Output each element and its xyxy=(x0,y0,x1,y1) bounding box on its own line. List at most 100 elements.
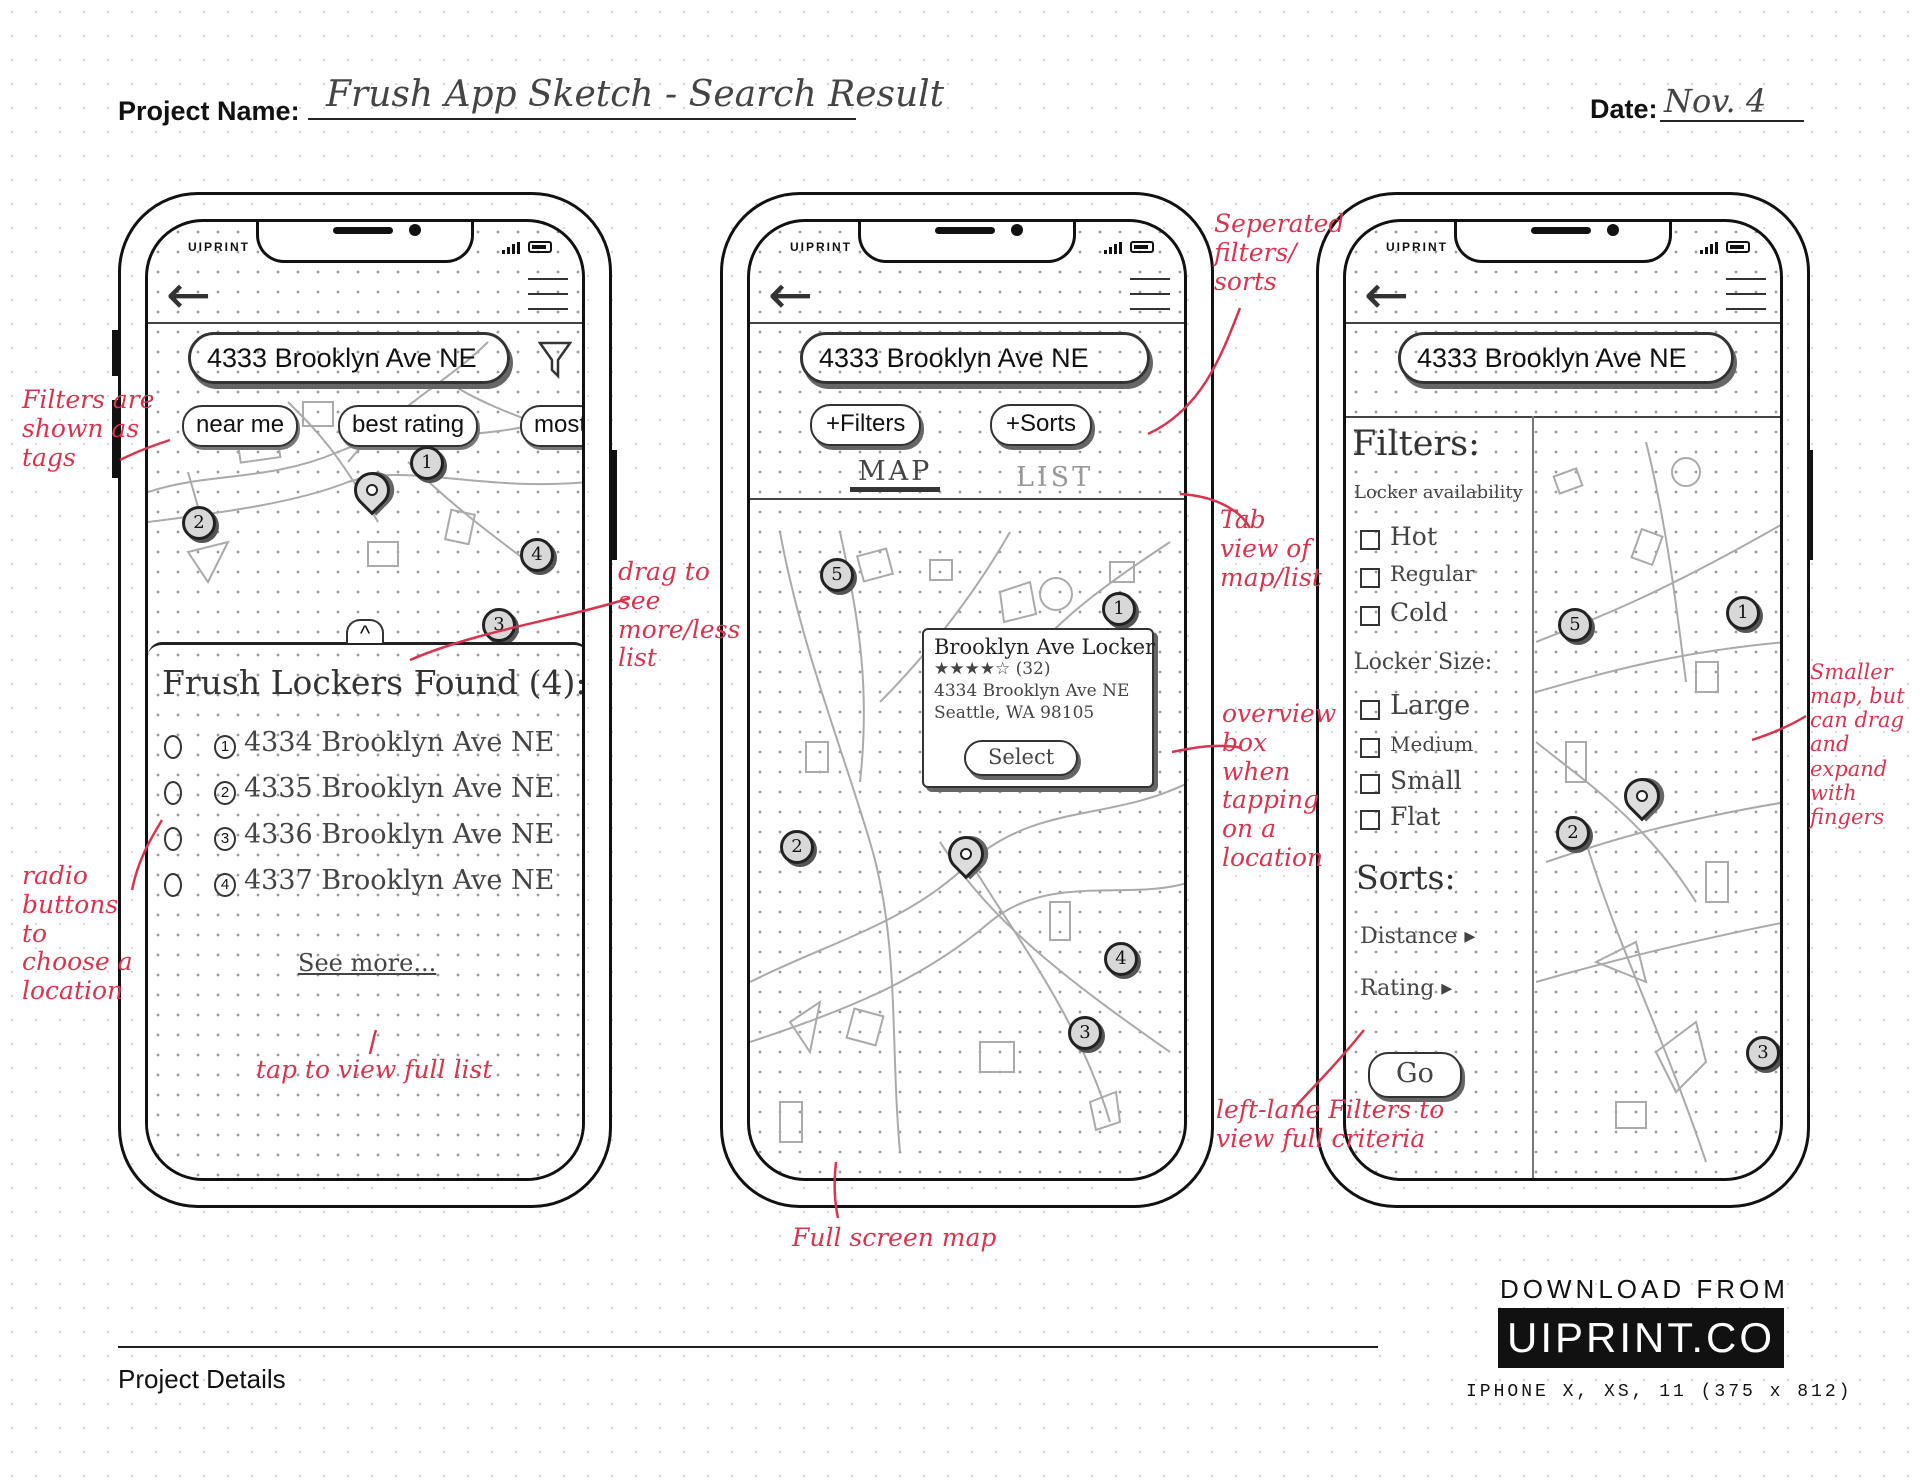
note-fullscreen: Full screen map xyxy=(792,1223,997,1252)
option-cold: Cold xyxy=(1390,598,1449,627)
radio-option-2[interactable] xyxy=(164,781,182,805)
search-divider xyxy=(1346,416,1780,418)
result-address-4[interactable]: 4337 Brooklyn Ave NE xyxy=(244,865,555,896)
result-address-2[interactable]: 4335 Brooklyn Ave NE xyxy=(244,773,555,804)
map-marker-3[interactable]: 3 xyxy=(1746,1036,1780,1070)
header-divider xyxy=(148,322,582,324)
drag-handle-chevron-icon[interactable]: ^ xyxy=(346,619,384,646)
speaker xyxy=(935,227,995,234)
tab-list[interactable]: LIST xyxy=(1016,462,1094,493)
date-value: Nov. 4 xyxy=(1664,82,1767,120)
result-address-1[interactable]: 4334 Brooklyn Ave NE xyxy=(244,727,555,758)
back-arrow-icon[interactable]: ← xyxy=(768,263,814,326)
map-marker-2[interactable]: 2 xyxy=(1556,816,1590,850)
sorts-title: Sorts: xyxy=(1356,858,1456,897)
hamburger-menu-icon[interactable] xyxy=(1130,278,1170,316)
see-more-link[interactable]: See more... xyxy=(298,949,437,977)
select-button[interactable]: Select xyxy=(964,740,1079,776)
side-button xyxy=(112,400,118,478)
battery-icon xyxy=(1130,241,1154,253)
search-input[interactable]: 4333 Brooklyn Ave NE xyxy=(1398,332,1734,384)
search-input[interactable]: 4333 Brooklyn Ave NE xyxy=(800,332,1150,384)
search-input[interactable]: 4333 Brooklyn Ave NE xyxy=(188,332,510,384)
screen-search-list: UIPRINT ← 4333 Brooklyn Ave NE near me b… xyxy=(145,219,585,1181)
go-button[interactable]: Go xyxy=(1368,1052,1462,1098)
signal-icon xyxy=(1104,242,1122,254)
tab-map[interactable]: MAP xyxy=(850,456,941,492)
back-arrow-icon[interactable]: ← xyxy=(1364,263,1410,326)
left-lane-divider xyxy=(1532,416,1534,1178)
map-marker-4[interactable]: 4 xyxy=(520,538,554,572)
speaker xyxy=(333,227,393,234)
camera xyxy=(409,224,421,236)
option-regular: Regular xyxy=(1390,562,1475,586)
checkbox-cold[interactable] xyxy=(1360,606,1380,626)
notch xyxy=(858,222,1076,263)
popup-rating: ★★★★☆ (32) xyxy=(934,659,1051,679)
results-bottom-sheet[interactable]: ^ Frush Lockers Found (4): 1 4334 Brookl… xyxy=(148,619,585,1178)
map-marker-1[interactable]: 1 xyxy=(1102,592,1136,626)
device-spec-label: IPHONE X, XS, 11 (375 x 812) xyxy=(1466,1382,1853,1402)
map-marker-5[interactable]: 5 xyxy=(820,558,854,592)
sort-distance[interactable]: Distance ▸ xyxy=(1360,924,1476,949)
checkbox-medium[interactable] xyxy=(1360,738,1380,758)
filters-button[interactable]: +Filters xyxy=(810,404,922,446)
note-separated: Seperated filters/ sorts xyxy=(1214,209,1345,296)
header-divider xyxy=(750,322,1184,324)
screen-filters: UIPRINT ← 4333 Brooklyn Ave NE 5 1 2 3 F… xyxy=(1343,219,1783,1181)
map-sketch xyxy=(1535,441,1780,1163)
checkbox-flat[interactable] xyxy=(1360,810,1380,830)
brand-label: UIPRINT xyxy=(188,240,250,254)
checkbox-large[interactable] xyxy=(1360,700,1380,720)
brand-label: UIPRINT xyxy=(790,240,852,254)
project-name-value: Frush App Sketch - Search Result xyxy=(326,74,945,115)
signal-icon xyxy=(502,242,520,254)
radio-option-3[interactable] xyxy=(164,827,182,851)
battery-icon xyxy=(528,241,552,253)
map-marker-1[interactable]: 1 xyxy=(410,446,444,480)
checkbox-hot[interactable] xyxy=(1360,530,1380,550)
filter-funnel-icon[interactable] xyxy=(538,340,572,380)
camera xyxy=(1011,224,1023,236)
phone-frame-filters: UIPRINT ← 4333 Brooklyn Ave NE 5 1 2 3 F… xyxy=(1316,192,1810,1208)
note-radio: radio buttons to choose a location xyxy=(22,861,133,1005)
note-filters-tags: Filters are shown as tags xyxy=(22,385,155,472)
notch xyxy=(256,222,474,263)
project-name-label: Project Name: xyxy=(118,96,300,126)
checkbox-regular[interactable] xyxy=(1360,568,1380,588)
map-marker-2[interactable]: 2 xyxy=(182,506,216,540)
results-title: Frush Lockers Found (4): xyxy=(162,663,585,702)
sort-rating[interactable]: Rating ▸ xyxy=(1360,976,1453,1001)
filters-title: Filters: xyxy=(1352,424,1480,464)
sorts-button[interactable]: +Sorts xyxy=(990,404,1093,446)
radio-option-1[interactable] xyxy=(164,735,182,759)
option-hot: Hot xyxy=(1390,522,1437,551)
tag-most[interactable]: most xyxy=(520,405,582,447)
back-arrow-icon[interactable]: ← xyxy=(166,263,212,326)
brand-label: UIPRINT xyxy=(1386,240,1448,254)
notch xyxy=(1454,222,1672,263)
map-marker-3[interactable]: 3 xyxy=(1068,1016,1102,1050)
result-address-3[interactable]: 4336 Brooklyn Ave NE xyxy=(244,819,555,850)
tag-near-me[interactable]: near me xyxy=(182,405,299,447)
marker-number-2: 2 xyxy=(214,781,236,805)
note-smaller-map: Smaller map, but can drag and expand wit… xyxy=(1810,660,1905,829)
side-button xyxy=(611,450,617,560)
date-line xyxy=(1660,120,1804,122)
checkbox-small[interactable] xyxy=(1360,774,1380,794)
map-marker-5[interactable]: 5 xyxy=(1558,608,1592,642)
project-details-line xyxy=(118,1346,1378,1348)
location-overview-popup[interactable]: Brooklyn Ave Locker ★★★★☆ (32) 4334 Broo… xyxy=(922,628,1155,788)
note-overview: overview box when tapping on a location xyxy=(1222,699,1337,872)
radio-option-4[interactable] xyxy=(164,873,182,897)
map-marker-4[interactable]: 4 xyxy=(1104,942,1138,976)
map-marker-2[interactable]: 2 xyxy=(780,830,814,864)
tag-best-rating[interactable]: best rating xyxy=(338,405,479,447)
map-marker-1[interactable]: 1 xyxy=(1726,596,1760,630)
hamburger-menu-icon[interactable] xyxy=(528,278,568,316)
map-marker-3[interactable]: 3 xyxy=(482,608,516,642)
hamburger-menu-icon[interactable] xyxy=(1726,278,1766,316)
uiprint-logo[interactable]: UIPRINT.CO xyxy=(1498,1308,1784,1368)
battery-icon xyxy=(1726,241,1750,253)
